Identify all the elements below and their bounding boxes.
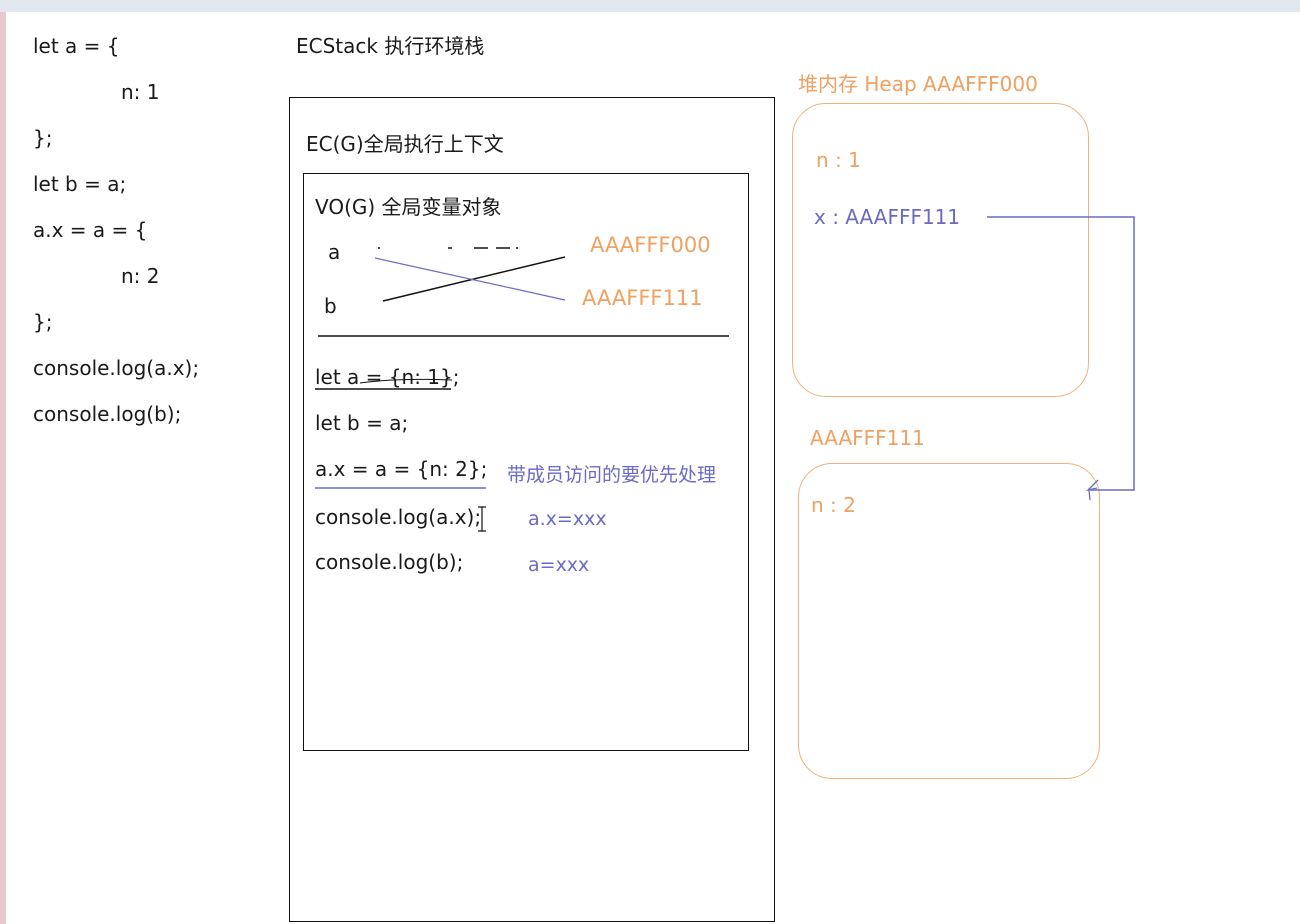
vog-title: VO(G) 全局变量对象 [315,195,502,219]
ecg-title: EC(G)全局执行上下文 [306,132,504,156]
heap1-prop-n: n : 1 [816,148,861,172]
heap1-label: 堆内存 Heap AAAFFF000 [798,72,1038,96]
left-bar [0,12,6,924]
code-line: }; [33,126,53,150]
code-line: n: 1 [121,80,160,104]
code-line: console.log(a.x); [33,356,200,380]
code-line: n: 2 [121,264,160,288]
a-new-pointer [374,257,566,301]
heap1-box [792,103,1089,397]
exec-line-3: a.x = a = {n: 2}; [315,457,488,481]
top-bar [0,0,1300,12]
note-a: a=xxx [528,554,590,576]
code-line: }; [33,310,53,334]
var-b: b [324,294,337,318]
heap-pointer-line [987,216,1135,491]
arrow-head-icon [1085,479,1099,501]
code-line: let b = a; [33,172,127,196]
var-a: a [328,240,341,264]
ecstack-title: ECStack 执行环境栈 [296,34,485,58]
heap2-label: AAAFFF111 [810,426,925,450]
text-cursor-icon [478,506,486,532]
exec-line-1: let a = {n: 1}; [315,365,460,389]
code-line: let a = { [33,34,120,58]
address-aaafff000: AAAFFF000 [590,233,711,257]
code-line: console.log(b); [33,402,182,426]
address-aaafff111: AAAFFF111 [582,286,703,310]
exec-line-2: let b = a; [315,411,409,435]
ecg-box [303,173,749,751]
exec-line-5: console.log(b); [315,550,464,574]
code-line: a.x = a = { [33,218,148,242]
heap1-prop-x: x : AAAFFF111 [814,205,961,229]
note-ax: a.x=xxx [528,508,607,530]
heap2-box [798,463,1100,779]
b-pointer [382,256,566,302]
ecstack-box [289,97,775,922]
exec-line-4: console.log(a.x); [315,505,482,529]
member-access-note: 带成员访问的要优先处理 [507,464,717,486]
heap2-prop-n: n : 2 [811,493,856,517]
underline-exec-1-tail [359,378,453,384]
